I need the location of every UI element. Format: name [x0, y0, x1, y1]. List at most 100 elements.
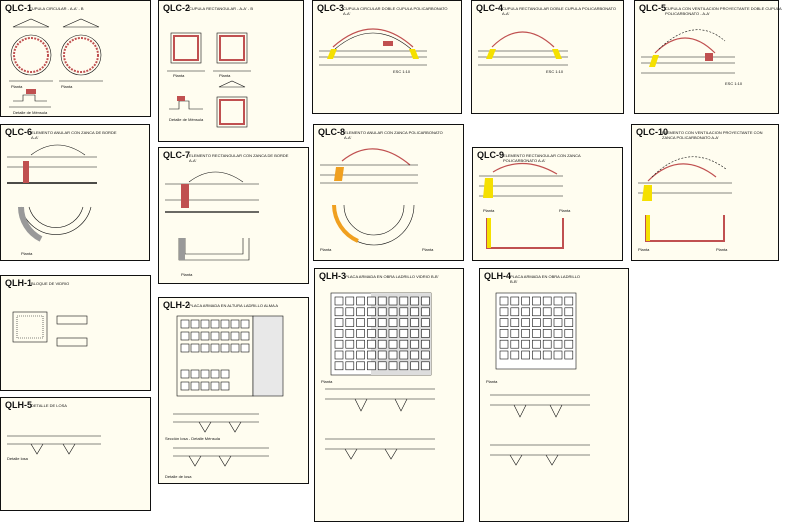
sheet-code: QLH-3: [319, 271, 346, 281]
sheet-qlc-1: QLC-1 CUPULA CIRCULAR - A-A' - B Planta …: [0, 0, 151, 117]
glass-block: [334, 339, 344, 349]
glass-block: [553, 339, 563, 349]
drawing-label: Planta: [559, 208, 571, 213]
sheet-subtitle: ELEMENTO ANULAR CON ZANCA DE BORDE A-A': [31, 130, 117, 140]
sheet-qlh-4: QLH-4 PLACA ARMADA EN OBRA LADRILLO B-B'…: [479, 268, 629, 522]
glass-block: [388, 318, 398, 327]
sheet-code: QLH-4: [484, 271, 511, 281]
glass-block: [388, 361, 398, 371]
drawing: [12, 311, 88, 347]
glass-block: [532, 307, 541, 317]
glass-block: [367, 339, 376, 349]
glass-block: [356, 350, 365, 360]
glass-block: [388, 296, 398, 306]
glass-block: [399, 318, 409, 327]
glass-block: [542, 329, 552, 338]
glass-block: [542, 296, 552, 306]
glass-block: [399, 361, 409, 371]
glass-block: [399, 329, 409, 338]
glass-block: [410, 361, 419, 371]
glass-block: [499, 307, 509, 317]
glass-block: [399, 307, 409, 317]
glass-block: [377, 350, 387, 360]
sheet-code: QLC-10: [636, 127, 669, 137]
glass-block: [334, 307, 344, 317]
drawing: [320, 148, 418, 246]
sheet-code: QLC-3: [317, 3, 344, 13]
glass-block: [421, 350, 430, 360]
glass-block: [521, 296, 530, 306]
drawing: [165, 171, 259, 261]
glass-block: [499, 350, 509, 360]
sheet-qlc-3: QLC-3 CUPULA CIRCULAR DOBLE CUPULA POLIC…: [312, 0, 462, 114]
glass-block: [510, 329, 520, 338]
sheet-code: QLC-8: [318, 127, 345, 137]
sheet-code: QLC-2: [163, 3, 190, 13]
glass-block: [564, 307, 574, 317]
glass-block: [367, 361, 376, 371]
glass-block: [421, 339, 430, 349]
glass-block: [542, 339, 552, 349]
glass-block: [410, 339, 419, 349]
drawing-label: Planta: [219, 73, 231, 78]
drawing: [7, 144, 97, 242]
glass-block: [510, 339, 520, 349]
sheet-subtitle: PLACA ARMADA EN OBRA LADRILLO B-B': [510, 274, 581, 284]
glass-block: [334, 318, 344, 327]
sheet-subtitle: ELEMENTO CON VENTILACION PROYECTANTE CON…: [662, 130, 763, 140]
glass-block: [334, 296, 344, 306]
glass-block: [377, 318, 387, 327]
sheet-code: QLC-7: [163, 150, 190, 160]
glass-block: [399, 296, 409, 306]
sheet-qlc-7: QLC-7 ELEMENTO RECTANGULAR CON ZANCA DE …: [158, 147, 309, 284]
sheet-subtitle: ELEMENTO RECTANGULAR CON ZANCA POLICARBO…: [503, 153, 581, 163]
drawing-label: Planta: [61, 84, 73, 89]
glass-block: [564, 318, 574, 327]
glass-block: [345, 296, 355, 306]
glass-block: [564, 296, 574, 306]
glass-block: [510, 307, 520, 317]
glass-block: [388, 307, 398, 317]
glass-block: [421, 307, 430, 317]
glass-block: [553, 307, 563, 317]
glass-block: [499, 329, 509, 338]
glass-block: [345, 339, 355, 349]
sheet-subtitle: CUPULA CIRCULAR DOBLE CUPULA POLICARBONA…: [343, 6, 448, 16]
glass-block: [377, 307, 387, 317]
sheet-qlc-2: QLC-2 CUPULA RECTANGULAR - A-A' - B Plan…: [158, 0, 304, 142]
drawing-label: Planta: [716, 247, 728, 252]
glass-block: [542, 318, 552, 327]
sheet-code: QLC-9: [477, 150, 504, 160]
glass-block: [388, 329, 398, 338]
glass-block: [564, 339, 574, 349]
glass-block: [521, 350, 530, 360]
glass-block: [532, 296, 541, 306]
drawing: [7, 435, 101, 455]
glass-block: [345, 350, 355, 360]
drawing: [9, 18, 103, 108]
glass-block: [356, 329, 365, 338]
glass-block: [367, 329, 376, 338]
drawing: [319, 28, 427, 66]
drawing-label: Planta: [321, 379, 333, 384]
glass-block: [377, 339, 387, 349]
glass-block: [499, 318, 509, 327]
drawing-label: Sección losa - Detalle Ménsula: [165, 436, 220, 441]
sheet-subtitle: ELEMENTO ANULAR CON ZANCA POLICARBONATO …: [344, 130, 443, 140]
drawing: [478, 31, 568, 66]
drawing-label: Planta: [181, 272, 193, 277]
sheet-code: QLH-2: [163, 300, 190, 310]
drawing: [167, 32, 251, 128]
drawing-label: Detalle de Ménsula: [13, 110, 48, 115]
glass-block: [499, 296, 509, 306]
glass-block: [542, 307, 552, 317]
scale-label: ESC 1:10: [725, 81, 743, 86]
glass-block: [421, 329, 430, 338]
drawing-label: Planta: [21, 251, 33, 256]
glass-block: [553, 318, 563, 327]
glass-block: [532, 339, 541, 349]
glass-block: [388, 350, 398, 360]
glass-block: [345, 318, 355, 327]
sheet-code: QLH-1: [5, 278, 32, 288]
glass-block: [564, 329, 574, 338]
